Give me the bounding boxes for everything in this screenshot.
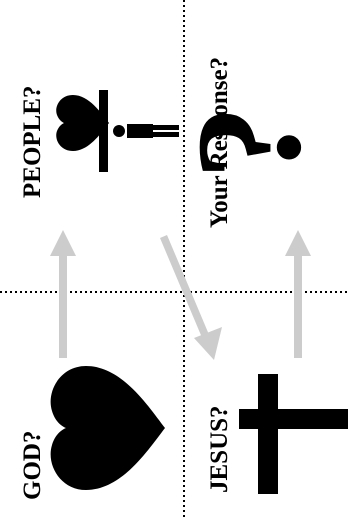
arrow-jesus-to-response: [285, 230, 311, 358]
separation-barrier: [99, 90, 108, 172]
heart-icon-god: [50, 366, 165, 490]
question-mark-icon: ?: [166, 105, 332, 180]
label-response: Your Response?: [206, 57, 233, 228]
arrow-people-to-jesus: [160, 235, 222, 360]
cross-icon: [239, 374, 348, 494]
label-jesus: JESUS?: [206, 405, 233, 493]
label-god: GOD?: [19, 431, 46, 500]
arrow-god-to-people: [50, 230, 76, 358]
label-people: PEOPLE?: [19, 85, 46, 198]
heart-icon-people: [56, 95, 109, 151]
person-icon: [113, 124, 179, 138]
